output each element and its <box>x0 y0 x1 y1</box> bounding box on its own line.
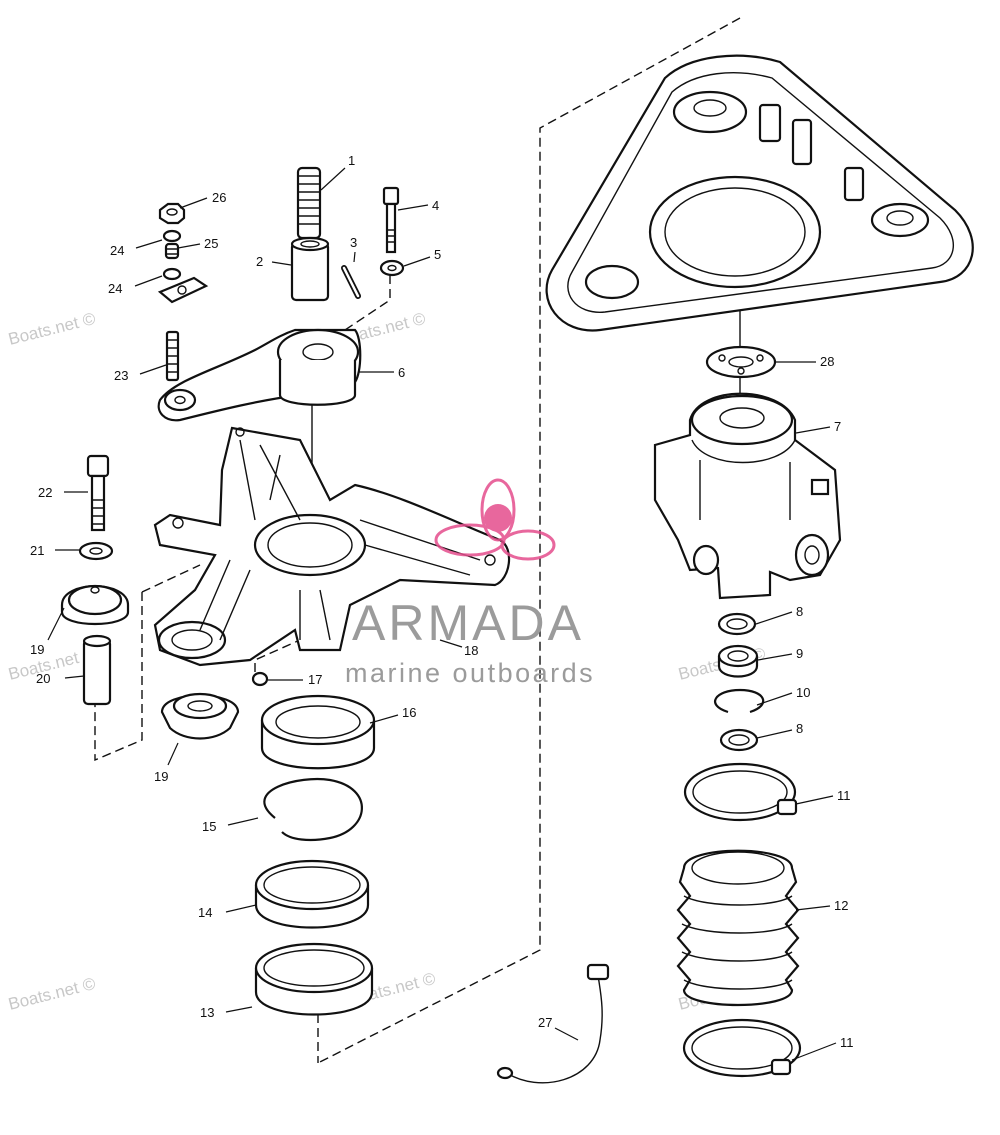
part-7-gimbal-ring <box>653 392 842 600</box>
callout-labels: 1 2 3 4 5 6 7 8 9 10 8 11 12 11 13 14 15… <box>30 153 854 1050</box>
leader-lines <box>47 167 837 1061</box>
callout-label: 4 <box>432 198 439 213</box>
part-8-seal-upper <box>717 612 757 636</box>
part-25-spring <box>164 242 180 260</box>
assembly-line <box>94 592 143 762</box>
part-26-nut <box>158 202 186 225</box>
part-12-bellows <box>676 849 800 1007</box>
part-13-ring <box>254 942 374 1016</box>
callout-label: 11 <box>840 1035 854 1050</box>
part-5-washer <box>379 259 405 277</box>
callout-label: 1 <box>348 153 355 168</box>
part-11-clamp-upper <box>683 762 798 822</box>
part-22-bolt <box>86 454 110 532</box>
callout-label: 24 <box>110 243 124 258</box>
callout-label: 20 <box>36 671 50 686</box>
part-8-seal-lower <box>719 728 759 752</box>
part-21-washer <box>78 541 114 561</box>
callout-label: 7 <box>834 419 841 434</box>
brand-tagline: marine outboards <box>345 658 595 688</box>
callout-label: 6 <box>398 365 405 380</box>
propeller-blade-icon <box>500 529 556 561</box>
brand-name: ARMADA <box>352 595 584 651</box>
part-24-washer-upper <box>162 229 182 243</box>
callout-label: 15 <box>202 819 216 834</box>
callout-label: 17 <box>308 672 322 687</box>
part-10-snap-ring <box>714 688 765 714</box>
part-2-sleeve <box>290 236 330 302</box>
part-27-ground-wire <box>496 963 610 1084</box>
part-14-bushing <box>254 859 370 929</box>
callout-label: 16 <box>402 705 416 720</box>
callout-label: 26 <box>212 190 226 205</box>
callout-label: 8 <box>796 604 803 619</box>
callout-label: 13 <box>200 1005 214 1020</box>
part-20-sleeve <box>82 634 112 706</box>
propeller-blade-icon <box>480 478 516 542</box>
watermark-text: Boats.net © <box>6 309 97 349</box>
assembly-line <box>254 639 301 672</box>
callout-label: 11 <box>837 788 851 803</box>
callout-label: 27 <box>538 1015 552 1030</box>
part-24-washer-lower <box>162 267 182 281</box>
callout-label: 19 <box>154 769 168 784</box>
part-11-clamp-lower <box>682 1018 802 1078</box>
part-17-ring <box>251 671 269 687</box>
callout-label: 19 <box>30 642 44 657</box>
part-19-mount-lower <box>160 692 240 740</box>
assembly-line <box>317 17 741 1064</box>
callout-label: 28 <box>820 354 834 369</box>
part-28-gasket <box>705 345 777 379</box>
part-23-stud <box>165 330 180 382</box>
propeller-hub-icon <box>484 504 512 532</box>
brand-logo <box>434 478 556 561</box>
callout-label: 24 <box>108 281 122 296</box>
part-19-mount-upper <box>60 584 130 626</box>
part-18-gimbal-housing <box>153 426 511 667</box>
part-9-bearing <box>717 644 759 678</box>
part-6-steering-arm <box>157 328 362 422</box>
callout-label: 2 <box>256 254 263 269</box>
assembly-line <box>141 564 201 593</box>
callout-label: 10 <box>796 685 810 700</box>
part-16-bearing <box>260 694 376 770</box>
callout-label: 5 <box>434 247 441 262</box>
part-4-bolt <box>382 186 400 254</box>
part-24-link-block <box>157 276 209 304</box>
callout-label: 14 <box>198 905 212 920</box>
part-15-retaining-ring <box>263 778 363 842</box>
part-transom-plate <box>545 54 974 332</box>
callout-label: 3 <box>350 235 357 250</box>
part-1-stud <box>296 166 322 240</box>
callout-label: 9 <box>796 646 803 661</box>
callout-label: 8 <box>796 721 803 736</box>
callout-label: 22 <box>38 485 52 500</box>
part-3-pin <box>341 265 361 299</box>
callout-label: 25 <box>204 236 218 251</box>
assembly-line <box>329 275 391 341</box>
watermark-text: Boats.net © <box>6 974 97 1014</box>
callout-label: 18 <box>464 643 478 658</box>
callout-label: 21 <box>30 543 44 558</box>
callout-label: 23 <box>114 368 128 383</box>
callout-label: 12 <box>834 898 848 913</box>
